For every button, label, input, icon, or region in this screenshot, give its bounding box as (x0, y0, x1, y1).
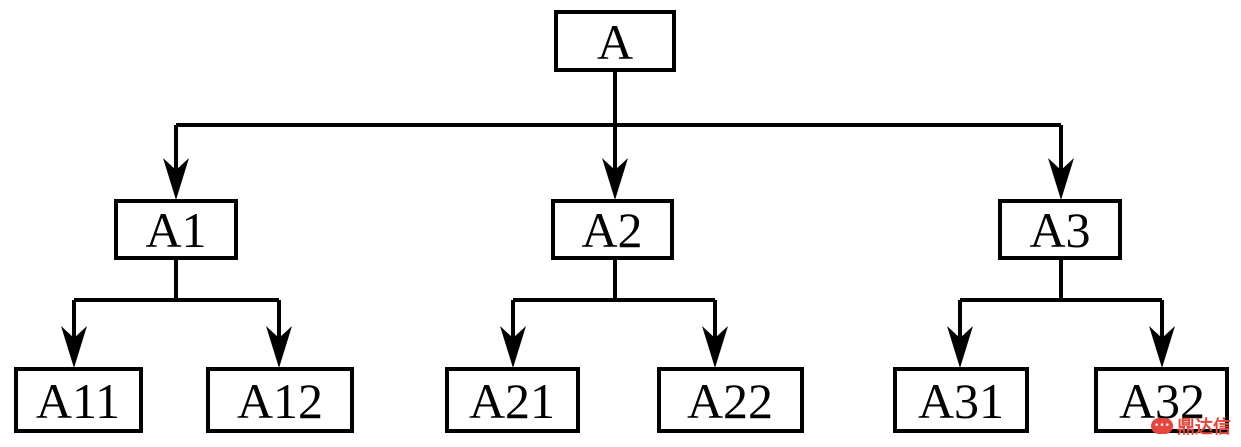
node-label: A11 (36, 373, 120, 429)
node-a2: A2 (551, 199, 674, 260)
edges-a2 (500, 258, 728, 368)
node-box (657, 367, 804, 433)
arrowhead-a1 (163, 158, 189, 200)
node-a31: A31 (893, 367, 1029, 433)
node-box (893, 367, 1029, 433)
edges-root (163, 70, 1074, 200)
arrowhead-a21 (500, 326, 526, 368)
arrowhead-a31 (947, 326, 973, 368)
arrowhead-a3 (1048, 158, 1074, 200)
node-box (445, 367, 580, 433)
node-a21: A21 (445, 367, 580, 433)
edges-a3 (947, 258, 1175, 368)
arrowhead-a11 (61, 326, 87, 368)
node-label: A1 (145, 202, 206, 258)
node-label: A12 (237, 373, 323, 429)
chat-bubble-icon: ••• (1151, 418, 1173, 434)
node-a22: A22 (657, 367, 804, 433)
node-label: A31 (918, 373, 1004, 429)
watermark: ••• 鼎达信 (1151, 413, 1231, 439)
node-box (14, 367, 143, 433)
edges-a1 (61, 258, 292, 368)
node-box (206, 367, 354, 433)
node-label: A22 (687, 373, 773, 429)
node-box (114, 199, 238, 260)
arrowhead-a22 (702, 326, 728, 368)
node-label: A2 (581, 202, 642, 258)
node-label: A21 (469, 373, 555, 429)
node-a11: A11 (14, 367, 143, 433)
node-a3: A3 (998, 199, 1122, 260)
arrowhead-a32 (1149, 326, 1175, 368)
node-box (554, 10, 676, 72)
node-a1: A1 (114, 199, 238, 260)
node-a12: A12 (206, 367, 354, 433)
arrowhead-a12 (266, 326, 292, 368)
node-root: A (554, 10, 676, 72)
arrowhead-a2 (602, 158, 628, 200)
node-box (551, 199, 674, 260)
node-label: A (597, 14, 633, 70)
watermark-text: 鼎达信 (1177, 417, 1231, 438)
node-box (998, 199, 1122, 260)
node-label: A3 (1029, 202, 1090, 258)
